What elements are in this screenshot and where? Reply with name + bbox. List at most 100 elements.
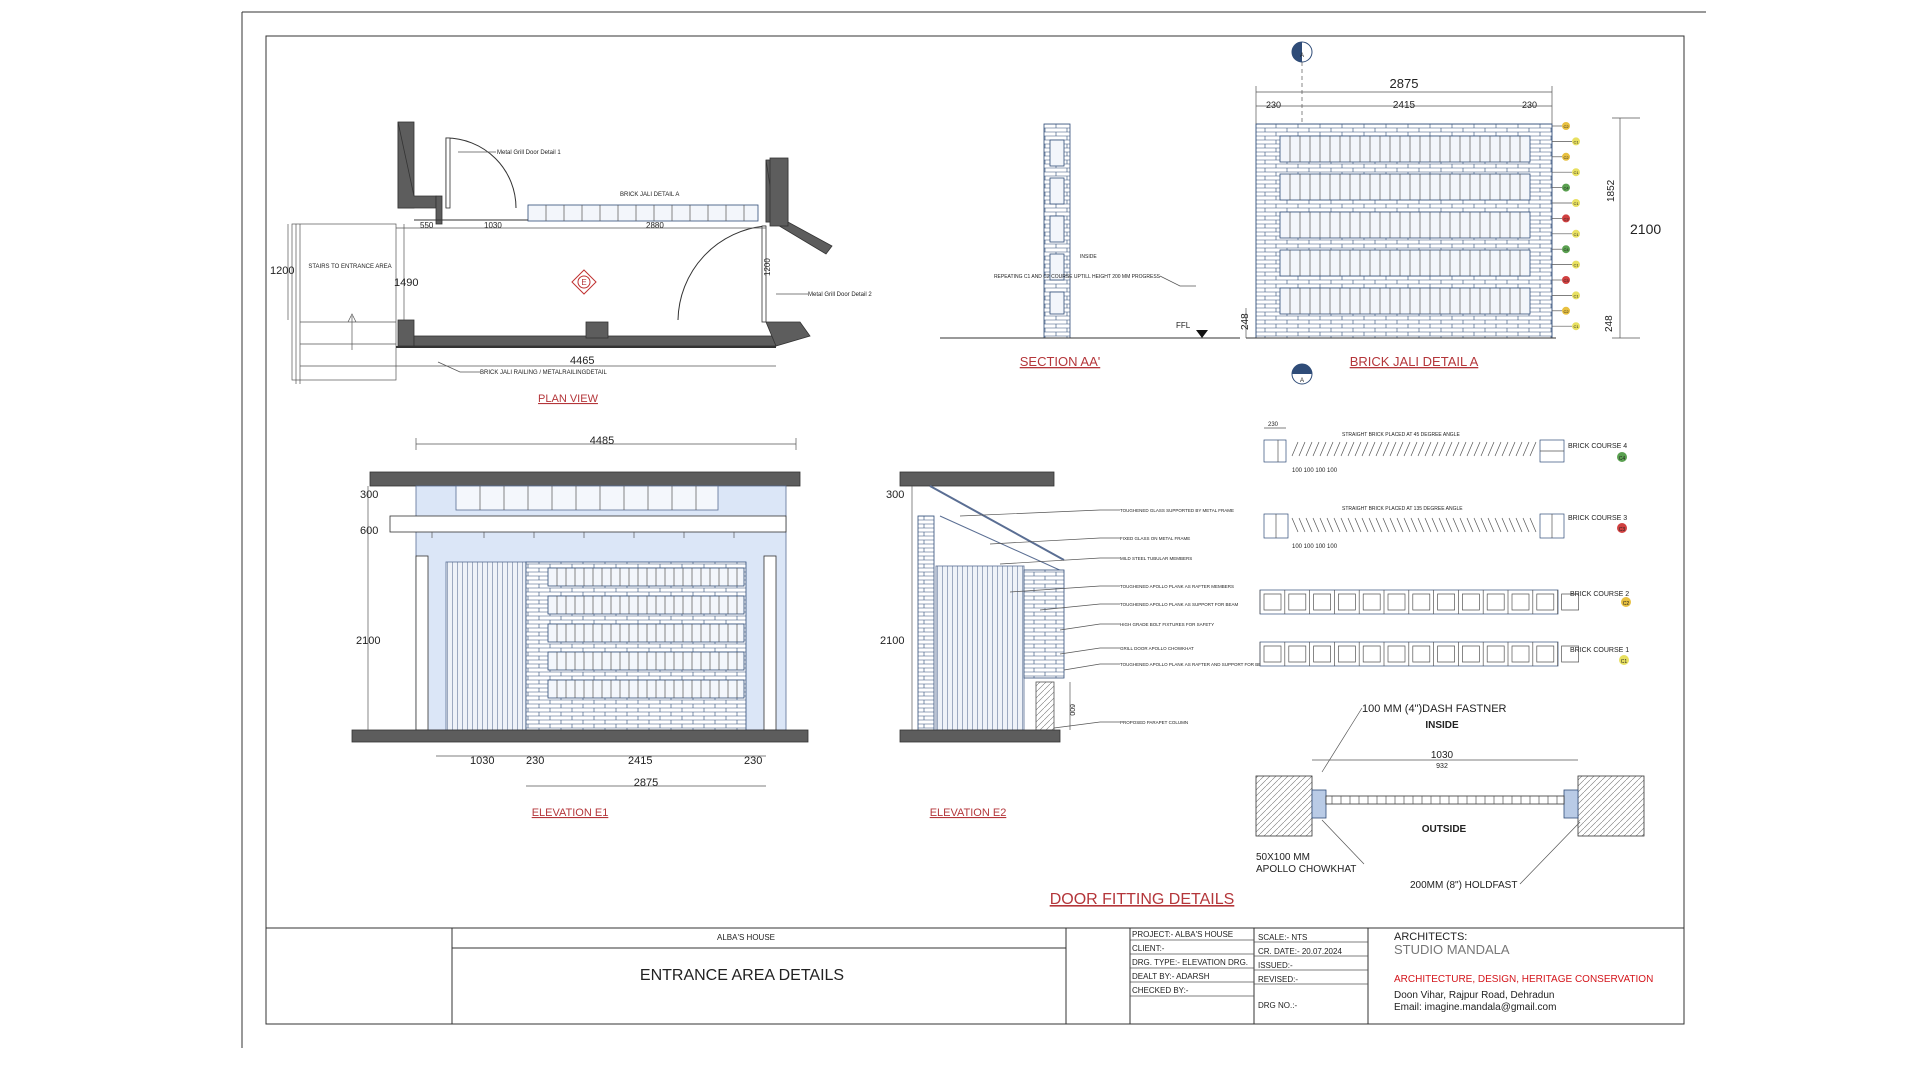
c1-tag: C1	[1621, 659, 1628, 665]
e2-note: FIXED GLASS ON METAL FRAME	[1120, 536, 1190, 541]
jali-dim-230-right: 230	[1522, 100, 1537, 110]
c4-note: STRAIGHT BRICK PLACED AT 45 DEGREE ANGLE	[1342, 432, 1460, 438]
e1-dim-300: 300	[360, 489, 378, 501]
plan-dim-550: 550	[420, 221, 434, 230]
plan-view-title: PLAN VIEW	[538, 393, 599, 405]
sheet-border	[265, 35, 1685, 1025]
plan-jali-label: BRICK JALI DETAIL A	[620, 192, 679, 198]
e2-note-leader	[1059, 623, 1120, 631]
elevation-e1-title: ELEVATION E1	[532, 807, 609, 819]
door-dim-1030: 1030	[1431, 750, 1454, 761]
e2-note: TOUGHENED APOLLO PLANK AS RAFTER AND SUP…	[1120, 662, 1268, 667]
jali-dim-248-left: 248	[1240, 313, 1251, 330]
e2-note: MILD STEEL TUBULAR MEMBERS	[1120, 556, 1192, 561]
course-tag-dot	[1562, 214, 1570, 223]
jali-slats	[1289, 136, 1521, 314]
jali-dim-2415: 2415	[1393, 100, 1416, 111]
course-tag-label: C2	[1563, 124, 1569, 129]
c4-angled-bricks	[1291, 441, 1537, 457]
tb-dealt-by: DEALT BY:- ADARSH	[1132, 972, 1210, 981]
e2-note-leader	[1063, 663, 1120, 671]
e2-note-leader	[989, 537, 1120, 545]
e2-note: HIGH GRADE BOLT FIXTURES FOR SAFETY	[1120, 622, 1214, 627]
jali-dim-248-right: 248	[1604, 315, 1615, 332]
outside-label: OUTSIDE	[1422, 824, 1467, 835]
course-tag-label: C1	[1573, 201, 1579, 206]
tb-scale: SCALE:- NTS	[1258, 933, 1307, 942]
e1-dim-2415: 2415	[628, 755, 652, 767]
inside-label: INSIDE	[1425, 720, 1459, 731]
fastner-label: 100 MM (4")DASH FASTNER	[1362, 703, 1507, 715]
course-tag-label: C1	[1573, 263, 1579, 268]
c3-label: BRICK COURSE 3	[1568, 515, 1627, 522]
chowkhat-label-1: 50X100 MM	[1256, 852, 1310, 863]
course-tag-dot	[1562, 245, 1570, 254]
e1-dim-4485: 4485	[590, 435, 614, 447]
plan-dim-1200-door: 1200	[763, 258, 772, 276]
tb-project: PROJECT:- ALBA'S HOUSE	[1132, 930, 1233, 939]
e2-note-leader	[1039, 603, 1120, 611]
course-tag-label: C2	[1563, 155, 1569, 160]
tb-tagline: ARCHITECTURE, DESIGN, HERITAGE CONSERVAT…	[1394, 974, 1653, 985]
e1-dim-2100: 2100	[356, 635, 380, 647]
title-block: ALBA'S HOUSE ENTRANCE AREA DETAILS PROJE…	[266, 927, 1684, 1024]
course-tag-dot	[1572, 291, 1580, 300]
course-tag-label: C2	[1563, 309, 1569, 314]
e2-note: TOUGHENED APOLLO PLANK AS RAFTER MEMBERS	[1120, 584, 1234, 589]
c4-tag: C4	[1619, 456, 1626, 462]
plan-dim-1030: 1030	[484, 221, 502, 230]
e1-dim-1030: 1030	[470, 755, 494, 767]
jali-dim-230-left: 230	[1266, 100, 1281, 110]
e1-dim-230-b: 230	[744, 755, 762, 767]
tb-issued: ISSUED:-	[1258, 961, 1293, 970]
section-aa: INSIDE REPEATING C1 AND C2 COURSE UPTILL…	[940, 123, 1240, 369]
section-inside-label: INSIDE	[1080, 254, 1097, 260]
course-tag-label: C3	[1563, 278, 1569, 283]
e1-jali-slats	[556, 568, 738, 698]
tb-checked-by: CHECKED BY:-	[1132, 986, 1189, 995]
elevation-e1: 4485 300 600 2100 1030 230 2415 230 2875…	[351, 435, 809, 819]
elevation-e2: 300 2100 600 TOUGHENED GLASS SUPPORTED B…	[880, 471, 1268, 819]
tb-drawing-title: ENTRANCE AREA DETAILS	[640, 967, 844, 984]
tb-drg-type: DRG. TYPE:- ELEVATION DRG.	[1132, 958, 1248, 967]
c1-bricks	[1259, 642, 1579, 666]
section-ffl-label: FFL	[1176, 321, 1191, 330]
course-tag-dot	[1562, 306, 1570, 315]
course-tag-dot	[1572, 322, 1580, 331]
jali-dim-2100: 2100	[1630, 221, 1661, 237]
c4-sub-dims: 100 100 100 100	[1292, 468, 1338, 474]
brick-courses-detail: 230 100 100 100 100 STRAIGHT BRICK PLACE…	[1259, 422, 1631, 667]
plan-railing-label: BRICK JALI RAILING / METALRAILINGDETAIL	[480, 370, 607, 376]
c2-label: BRICK COURSE 2	[1570, 591, 1629, 598]
tb-email: Email: imagine.mandala@gmail.com	[1394, 1002, 1556, 1013]
jali-detail-title: BRICK JALI DETAIL A	[1350, 354, 1479, 369]
e1-dim-230-a: 230	[526, 755, 544, 767]
e1-dim-600: 600	[360, 525, 378, 537]
door-dim-932: 932	[1436, 763, 1448, 770]
course-tag-label: C1	[1573, 293, 1579, 298]
plan-door2-label: Metal Grill Door Detail 2	[808, 292, 872, 298]
course-tag-dot	[1572, 260, 1580, 269]
holdfast-label: 200MM (8") HOLDFAST	[1410, 880, 1517, 891]
course-tag-dot	[1572, 168, 1580, 177]
course-tag-dot	[1572, 199, 1580, 207]
section-aa-title: SECTION AA'	[1020, 354, 1101, 369]
chowkhat-label-2: APOLLO CHOWKHAT	[1256, 864, 1356, 875]
jali-opening-rows	[1279, 135, 1531, 315]
jali-marker-top: A	[1300, 53, 1304, 59]
tb-cr-date: CR. DATE:- 20.07.2024	[1258, 947, 1342, 956]
e2-note: TOUGHENED GLASS SUPPORTED BY METAL FRAME	[1120, 508, 1234, 513]
brick-jali-detail-a: A A 2875 230 2415 230 1852 2100 248 248 …	[1240, 41, 1661, 385]
course-tag-dot	[1572, 137, 1580, 146]
course-tag-label: C4	[1563, 186, 1569, 191]
e2-note-leader	[959, 509, 1120, 517]
course-tag-label: C1	[1573, 170, 1579, 175]
section-repeat-note: REPEATING C1 AND C2 COURSE UPTILL HEIGHT…	[994, 274, 1161, 280]
c3-note: STRAIGHT BRICK PLACED AT 135 DEGREE ANGL…	[1342, 506, 1463, 512]
plan-view: STAIRS TO ENTRANCE AREA Metal Grill Door…	[270, 121, 872, 405]
tb-project-small: ALBA'S HOUSE	[717, 933, 775, 942]
course-tag-dot	[1562, 152, 1570, 161]
e2-dim-300: 300	[886, 489, 904, 501]
